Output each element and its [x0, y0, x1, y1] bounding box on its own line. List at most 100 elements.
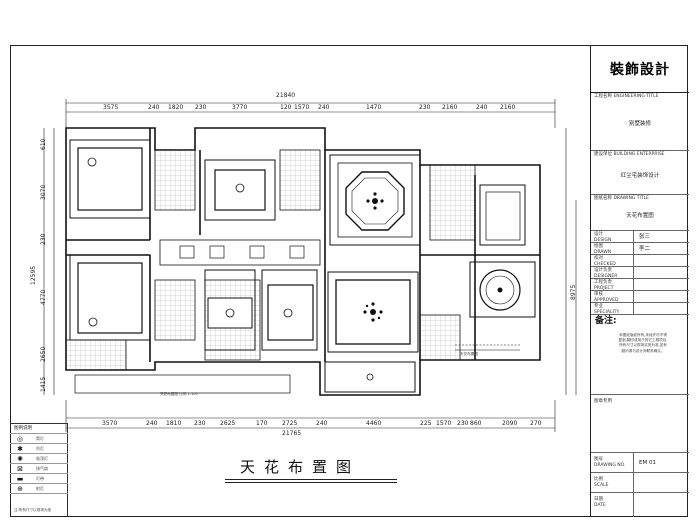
- top-dimension: 120: [280, 104, 292, 111]
- bottom-dimension: 170: [256, 420, 268, 427]
- bottom-dimension: 270: [530, 420, 542, 427]
- column-divider: [633, 453, 634, 517]
- stamp-label: 图章专用: [594, 399, 612, 404]
- top-dimension: 2160: [500, 104, 516, 111]
- column-divider: [633, 231, 634, 315]
- left-dimension: 230: [40, 233, 47, 245]
- drawing-number: EM 01: [639, 460, 656, 466]
- brand-logo: 裝飾設計: [591, 45, 689, 93]
- legend-text: 排气扇: [36, 466, 48, 471]
- top-dimension: 230: [195, 104, 207, 111]
- legend-text: 筒灯: [36, 436, 44, 441]
- top-dimension-line: [65, 99, 556, 128]
- left-total-dimension: 12595: [30, 265, 37, 285]
- right-dimension-line: [565, 128, 577, 395]
- drawing-name-value: 天花布置图: [626, 213, 654, 219]
- project-label: 工程名称 ENGINEERING TITLE: [594, 94, 659, 99]
- bath-ceiling: [479, 184, 526, 246]
- tile-area: [419, 314, 461, 361]
- top-dimension: 3770: [232, 104, 248, 111]
- project-value: 别墅装修: [628, 121, 651, 127]
- left-dimension: 1415: [40, 376, 47, 392]
- spot-lamp-icon: ⊕: [17, 485, 23, 493]
- top-dimension: 240: [476, 104, 488, 111]
- legend-header: 图例说明: [14, 426, 32, 431]
- room-ceiling: [69, 254, 151, 341]
- room-ceiling: [204, 159, 276, 221]
- top-dimension: 230: [419, 104, 431, 111]
- top-dimension: 1570: [294, 104, 310, 111]
- bottom-dimension: 1810: [166, 420, 182, 427]
- bottom-dimension: 3570: [102, 420, 118, 427]
- legend-box: 图例说明 ◎ 筒灯 ✱ 吊灯 ✺ 吸顶灯 ⊠ 排气扇 ▬ 灯带 ⊕ 射灯 注:所…: [10, 423, 68, 517]
- top-dimension: 3575: [103, 104, 119, 111]
- legend-header-row: 图例说明: [10, 424, 68, 434]
- title-block: 裝飾設計 工程名称 ENGINEERING TITLE 别墅装修 建设单位 BU…: [590, 45, 689, 517]
- stamp-area: 图章专用: [591, 395, 689, 453]
- left-dimension: 2650: [40, 346, 47, 362]
- legend-text: 吊灯: [36, 446, 44, 451]
- notes-area: 备注: 本图纸版权所有,未经许可不得 复制,翻印或用于其它工程项目, 所有尺寸以…: [591, 315, 689, 395]
- bottom-dimension: 230: [194, 420, 206, 427]
- room-ceiling: [469, 261, 536, 318]
- downlight-icon: ◎: [16, 435, 24, 443]
- top-dimension: 240: [318, 104, 330, 111]
- legend-footnote: 注:所有尺寸以现场为准: [14, 508, 52, 512]
- unit-value: 红尘宅装饰设计: [620, 173, 660, 179]
- title-underline: [225, 479, 397, 480]
- top-dimension: 1820: [168, 104, 184, 111]
- left-dimension: 4770: [40, 289, 47, 305]
- top-dimension: 1470: [366, 104, 382, 111]
- bottom-dimension: 225: [420, 420, 432, 427]
- tile-area: [154, 279, 196, 341]
- tile-area: [279, 149, 321, 211]
- bottom-dimension: 2625: [220, 420, 236, 427]
- right-total-dimension: 8975: [570, 284, 577, 300]
- unit-label: 建设单位 BUILDING ENTERPRISE: [594, 152, 665, 157]
- bottom-dimension: 860: [470, 420, 482, 427]
- balcony-ceiling: [324, 361, 416, 393]
- corridor-ceiling: [159, 239, 321, 266]
- exhaust-fan-icon: ⊠: [17, 465, 23, 473]
- bottom-dimension: 1570: [436, 420, 452, 427]
- legend-item: ✺ 吸顶灯: [10, 454, 68, 464]
- terrace-outline: [74, 374, 291, 394]
- bottom-total-dimension: 21765: [282, 430, 302, 437]
- room-ceiling: [204, 269, 256, 351]
- room-ceiling: [327, 271, 419, 353]
- drawing-name-row: 图纸名称 DRAWING TITLE 天花布置图: [591, 195, 689, 231]
- legend-text: 射灯: [36, 486, 44, 491]
- bottom-dimension: 240: [316, 420, 328, 427]
- tile-area: [65, 339, 127, 371]
- bottom-dimension: 4460: [366, 420, 382, 427]
- tile-area: [429, 164, 476, 241]
- legend-item: ⊠ 排气扇: [10, 464, 68, 474]
- legend-item: ◎ 筒灯: [10, 434, 68, 444]
- tile-area: [154, 149, 196, 211]
- ceiling-lamp-icon: ✺: [17, 455, 23, 463]
- chandelier-icon: ✱: [17, 445, 23, 453]
- bottom-dimension: 230: [457, 420, 469, 427]
- top-dimension: 2160: [442, 104, 458, 111]
- left-dimension: 3070: [40, 184, 47, 200]
- notes-title: 备注:: [595, 316, 617, 326]
- bottom-dimension: 240: [146, 420, 158, 427]
- room-ceiling: [261, 269, 318, 351]
- bottom-dimension: 2725: [282, 420, 298, 427]
- legend-text: 灯带: [36, 476, 44, 481]
- project-row: 工程名称 ENGINEERING TITLE 别墅装修: [591, 93, 689, 151]
- title-underline: [225, 482, 397, 483]
- legend-text: 吸顶灯: [36, 456, 48, 461]
- notes-body: 本图纸版权所有,未经许可不得 复制,翻印或用于其它工程项目, 所有尺寸以现场实测…: [618, 333, 668, 353]
- bottom-dimension-line: [65, 400, 556, 432]
- drawing-annotation: 天花布置图 比例 1:100: [160, 392, 198, 396]
